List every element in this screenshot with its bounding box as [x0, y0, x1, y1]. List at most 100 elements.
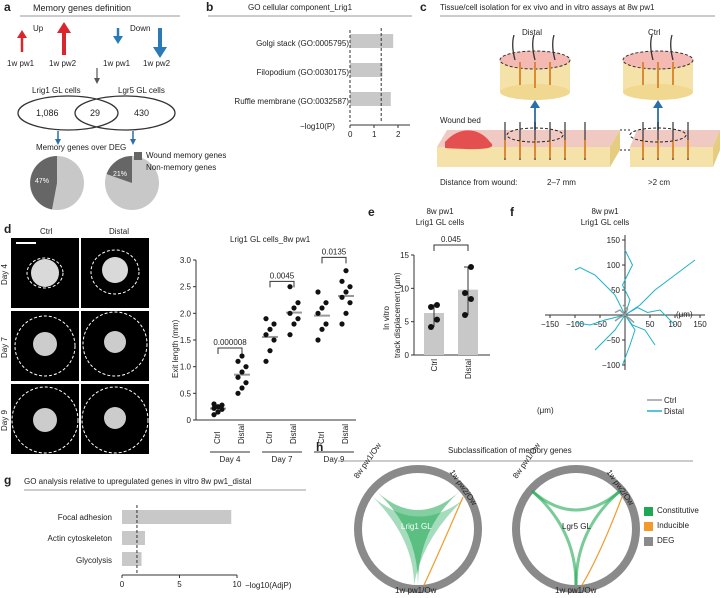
- label-ctrl-explant: Ctrl: [648, 28, 661, 37]
- d-xtick-3: Distal: [289, 424, 298, 444]
- d-point-0-4: [215, 404, 221, 410]
- micrograph-overlay: [11, 242, 149, 454]
- f-unit-x: (μm): [676, 310, 693, 319]
- d-point-1-6: [235, 358, 241, 364]
- f-ytick-label-0: 150: [607, 236, 621, 245]
- e-bracket: [433, 244, 469, 251]
- g-xlabel: −log10(AdjP): [245, 581, 292, 590]
- g-cat-1: Actin cytoskeleton: [47, 534, 112, 543]
- d-point-2-5: [271, 321, 277, 327]
- e-ytick-label-1: 5: [405, 318, 410, 327]
- d-point-2-0: [263, 358, 269, 364]
- d-xtick-4: Ctrl: [317, 431, 326, 444]
- label-distance: Distance from wound:: [440, 178, 518, 187]
- e-point-0-0: [428, 324, 434, 330]
- f-xtick-label-3: 50: [646, 320, 655, 329]
- panel-label-e: e: [368, 205, 375, 219]
- pie-title: Memory genes over DEG: [36, 143, 127, 152]
- f-xtick-label-1: −100: [566, 320, 585, 329]
- d-ytick-label-4: 2.0: [180, 309, 192, 318]
- panel-label-h: h: [316, 440, 324, 454]
- f-distal-track-4: [624, 306, 676, 326]
- label-lrig1-cells: Lrig1 GL cells: [32, 86, 81, 95]
- explant-hair-4: [670, 34, 674, 61]
- d-ytick-label-6: 3.0: [180, 256, 192, 265]
- e-point-0-2: [428, 304, 434, 310]
- b-tick-label-1: 1: [372, 130, 377, 139]
- h-center-lgr5: Lgr5 GL: [562, 522, 591, 531]
- d-point-5-7: [343, 268, 349, 274]
- panel-g-title: GO analysis relative to upregulated gene…: [24, 477, 252, 486]
- d-point-1-3: [235, 374, 241, 380]
- d-ytick-label-3: 1.5: [180, 336, 192, 345]
- d-point-1-2: [243, 380, 249, 386]
- legend-non-memory-genes: Non-memory genes: [146, 163, 217, 172]
- f-ytick-label-4: −100: [602, 361, 621, 370]
- d-point-2-4: [267, 326, 273, 332]
- e-title1: 8w pw1: [426, 207, 454, 216]
- panel-label-d: d: [4, 222, 12, 236]
- f-distal-track-1: [624, 259, 696, 316]
- d-point-2-1: [267, 348, 273, 354]
- d-point-1-4: [239, 369, 245, 375]
- e-point-1-2: [462, 290, 468, 296]
- e-ylabel2: track displacement (μm): [393, 272, 402, 358]
- label-1w-pw1-down: 1w pw1: [103, 59, 131, 68]
- d-point-4-0: [315, 337, 321, 343]
- e-xtick-1: Distal: [464, 359, 473, 379]
- f-ytick-label-3: −50: [606, 336, 620, 345]
- d-pvalue-1: 0.0045: [270, 271, 295, 280]
- e-bar-0: [424, 313, 444, 355]
- b-bar-2: [350, 92, 391, 106]
- d-bracket-2: [321, 256, 347, 264]
- d-point-2-6: [263, 316, 269, 322]
- d-point-1-0: [235, 390, 241, 396]
- f-title1: 8w pw1: [591, 207, 619, 216]
- panel-h-title: Subclassification of memory genes: [448, 446, 572, 455]
- d-point-5-3: [339, 294, 345, 300]
- d-point-5-1: [343, 310, 349, 316]
- g-cat-2: Glycolysis: [75, 556, 112, 565]
- f-distal-track-5: [621, 249, 634, 316]
- d-row-label-2: Day 9: [0, 410, 9, 431]
- f-ctrl-track-3: [614, 314, 626, 322]
- g-cat-0: Focal adhesion: [57, 513, 112, 522]
- d-point-3-3: [287, 310, 293, 316]
- panel-label-c: c: [420, 0, 427, 14]
- label-1w-pw2-down: 1w pw2: [143, 59, 171, 68]
- d-point-5-0: [339, 321, 345, 327]
- d-point-3-2: [295, 316, 301, 322]
- d-point-5-4: [343, 289, 349, 295]
- d-chart-title: Lrig1 GL cells_8w pw1: [230, 235, 311, 244]
- d-col-ctrl: Ctrl: [40, 227, 53, 236]
- d-point-4-5: [323, 300, 329, 306]
- f-distal-track-6: [594, 314, 626, 351]
- venn-count-left: 1,086: [36, 108, 59, 118]
- e-point-0-1: [434, 316, 440, 323]
- panel-h-chords: [338, 460, 693, 593]
- label-down: Down: [130, 24, 151, 33]
- f-ctrl-track-1: [624, 314, 635, 324]
- h-center-lrig1: Lrig1 GL: [401, 522, 432, 531]
- d-point-0-3: [211, 405, 217, 411]
- venn-right: [74, 95, 176, 131]
- b-cat-2: Ruffle membrane (GO:0032587): [234, 97, 349, 106]
- d-point-1-1: [239, 385, 245, 391]
- label-lgr5-cells: Lgr5 GL cells: [118, 86, 165, 95]
- d-ytick-label-0: 0: [187, 416, 192, 425]
- panel-label-g: g: [4, 473, 12, 487]
- d-point-0-2: [219, 406, 225, 412]
- legend-memory-genes: Wound memory genes: [146, 151, 227, 160]
- e-point-0-3: [434, 302, 440, 308]
- panel-c-diagram: [437, 15, 720, 167]
- panel-label-a: a: [4, 0, 11, 14]
- f-distal-track-0: [574, 266, 626, 316]
- label-distance-distal: 2–7 mm: [547, 178, 576, 187]
- e-xtick-0: Ctrl: [430, 359, 439, 372]
- b-cat-0: Golgi stack (GO:0005795): [256, 39, 349, 48]
- d-point-4-4: [319, 305, 325, 311]
- chord-lrig1: [354, 465, 482, 593]
- d-point-1-5: [243, 364, 249, 370]
